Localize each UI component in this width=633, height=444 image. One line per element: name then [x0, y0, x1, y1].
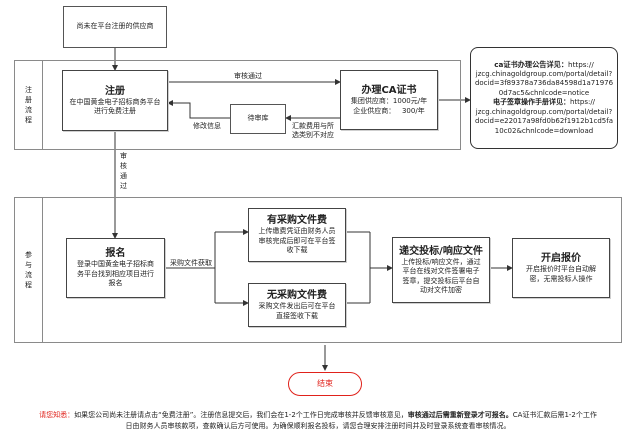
- with-fee-desc-3: 收下载: [286, 246, 308, 255]
- modify-info-label: 修改信息: [193, 122, 221, 130]
- ca-notice-title: ca证书办理公告详见：: [494, 60, 569, 69]
- signup-desc-3: 报名: [108, 279, 123, 288]
- sec1-char-2: 册: [25, 96, 32, 104]
- ca-certificate-node: 办理CA证书 集团供应商：1000元/年 企业供应商： 300/年: [340, 70, 438, 130]
- sig-url-3[interactable]: docid=e22017a98fd0b62f1912b1cd5fa: [475, 117, 613, 125]
- open-quote-node: 开启报价 开启报价时平台自动解 密，无需投标人操作: [512, 238, 610, 298]
- start-label: 尚未在平台注册的供应商: [76, 22, 154, 31]
- with-fee-desc-1: 上传缴费凭证由财务人员: [258, 227, 336, 236]
- register-title: 注册: [105, 85, 125, 97]
- register-desc-2: 进行免费注册: [94, 107, 136, 115]
- ca-line-1: 集团供应商：1000元/年: [350, 97, 428, 105]
- end-node: 结束: [288, 372, 362, 396]
- ca-notice-line: ca证书办理公告详见：https://: [494, 60, 594, 70]
- sec1-char-1: 注: [25, 86, 32, 94]
- with-fee-desc-2: 审核完成后即可在平台签: [258, 236, 336, 245]
- ca-url-4[interactable]: 0d7ac5&chnlcode=notice: [498, 88, 590, 97]
- with-fee-node: 有采购文件费 上传缴费凭证由财务人员 审核完成后即可在平台签 收下载: [248, 208, 346, 262]
- open-desc-2: 密，无需投标人操作: [529, 274, 593, 283]
- ca-url-2[interactable]: jzcg.chinagoldgroup.com/portal/detail?: [475, 69, 613, 78]
- audit-pass-label: 审核通过: [234, 72, 262, 80]
- no-fee-title: 无采购文件费: [267, 290, 327, 301]
- notice-line2: 日由财务人员审核款项，查款确认后方可使用。为确保顺利报名投标，请您合理安排注册时…: [125, 422, 511, 430]
- sec1-char-4: 程: [25, 116, 32, 124]
- registration-section-label: 注 册 流 程: [15, 61, 43, 149]
- open-title: 开启报价: [541, 253, 581, 264]
- open-desc-1: 开启报价时平台自动解: [526, 265, 596, 273]
- pending-label: 待审库: [247, 114, 269, 123]
- submit-title: 递交投标/响应文件: [399, 245, 483, 257]
- register-node: 注册 在中国黄金电子招标商务平台 进行免费注册: [62, 70, 168, 131]
- notice-part2: CA证书汇款后需1-2个工作: [512, 411, 597, 419]
- signup-title: 报名: [105, 248, 126, 260]
- sig-notice-line: 电子签章操作手册详见：https://: [493, 98, 595, 108]
- submit-desc-1: 上传投标/响应文件，通过: [401, 257, 481, 266]
- with-fee-title: 有采购文件费: [267, 215, 327, 227]
- no-fee-desc-2: 直接签收下载: [276, 311, 318, 320]
- get-docs-label: 采购文件获取: [170, 259, 212, 267]
- signup-desc-2: 务平台找到相应项目进行: [77, 269, 154, 278]
- no-fee-node: 无采购文件费 采购文件发出后可在平台 直接签收下载: [248, 283, 346, 327]
- pending-review-node: 待审库: [230, 104, 286, 134]
- ca-url-3[interactable]: docid=3f89378a736da84598d1a71976: [474, 79, 614, 87]
- submit-bid-node: 递交投标/响应文件 上传投标/响应文件，通过 平台在线对文件签署电子 签章，提交…: [392, 237, 490, 303]
- submit-desc-2: 平台在线对文件签署电子: [402, 267, 480, 275]
- sec1-char-3: 流: [25, 106, 32, 114]
- vert-char-4: 过: [120, 182, 127, 190]
- sec2-char-1: 参: [25, 251, 32, 259]
- notice-part1: 如果您公司尚未注册请点击“免费注册”。注册信息提交后，我们会在1-2个工作日完成…: [74, 411, 408, 419]
- ca-line-2: 企业供应商： 300/年: [353, 106, 425, 115]
- fee-mismatch-line-2: 选类别不对应: [292, 131, 334, 139]
- ca-url-1[interactable]: https://: [568, 60, 594, 69]
- submit-desc-3: 签章，提交投标后平台自: [402, 276, 480, 285]
- register-desc-1: 在中国黄金电子招标商务平台: [69, 97, 161, 106]
- sig-url-4[interactable]: 10c02&chnlcode=download: [494, 126, 594, 135]
- vert-char-1: 审: [120, 152, 127, 160]
- notice-bold: 审核通过后需重新登录才可报名。: [407, 411, 513, 419]
- end-label: 结束: [317, 379, 333, 389]
- notice-prefix: 请您知悉：: [39, 411, 75, 419]
- participation-section: 参 与 流 程: [14, 197, 622, 343]
- sec2-char-3: 流: [25, 271, 32, 279]
- vert-char-3: 通: [120, 172, 127, 180]
- submit-desc-4: 动对文件加密: [420, 286, 462, 294]
- participation-section-label: 参 与 流 程: [15, 198, 43, 342]
- no-fee-desc-1: 采购文件发出后可在平台: [258, 302, 336, 310]
- sec2-char-2: 与: [25, 261, 32, 269]
- fee-mismatch-line-1: 汇款费用与所: [292, 122, 334, 130]
- vert-char-2: 核: [120, 162, 127, 170]
- vertical-audit-pass-label: 审 核 通 过: [120, 151, 127, 191]
- notice-text: 请您知悉：如果您公司尚未注册请点击“免费注册”。注册信息提交后，我们会在1-2个…: [14, 410, 622, 432]
- signup-desc-1: 登录中国黄金电子招标商: [77, 260, 154, 269]
- sig-url-2[interactable]: jzcg.chinagoldgroup.com/portal/detail?: [475, 107, 613, 116]
- signup-node: 报名 登录中国黄金电子招标商 务平台找到相应项目进行 报名: [66, 238, 165, 298]
- fee-mismatch-label: 汇款费用与所 选类别不对应: [292, 122, 334, 140]
- ca-title: 办理CA证书: [361, 85, 417, 96]
- info-links-box: ca证书办理公告详见：https:// jzcg.chinagoldgroup.…: [470, 47, 618, 149]
- start-node: 尚未在平台注册的供应商: [63, 6, 167, 48]
- sec2-char-4: 程: [25, 281, 32, 289]
- sig-url-1[interactable]: https://: [569, 98, 596, 106]
- sig-notice-title: 电子签章操作手册详见：: [492, 98, 570, 106]
- registration-section: 注 册 流 程: [14, 60, 461, 150]
